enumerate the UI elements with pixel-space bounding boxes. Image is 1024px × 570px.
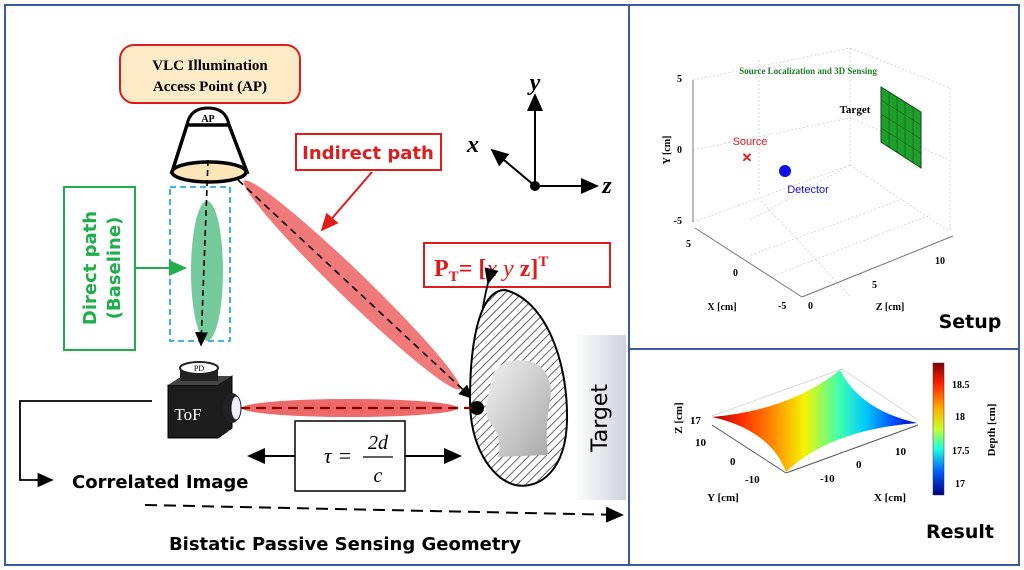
result-z-axis-label: Z [cm] (673, 402, 685, 433)
colorbar-label: Depth [cm] (986, 404, 998, 457)
ap-lamp-icon: AP (169, 106, 250, 184)
setup-x-axis-label: X [cm] (707, 302, 736, 313)
svg-text:-5: -5 (778, 301, 786, 312)
result-x-axis-label: X [cm] (874, 492, 906, 504)
setup-title: Source Localization and 3D Sensing (739, 66, 877, 76)
setup-panel-label: Setup (939, 311, 1002, 333)
svg-text:17: 17 (690, 415, 702, 427)
direct-path-box: Direct path (Baseline) (63, 186, 136, 351)
tof-camera-icon: PD ToF (167, 361, 242, 439)
svg-text:17.5: 17.5 (952, 446, 970, 457)
head-model-icon (485, 360, 551, 457)
svg-text:0: 0 (808, 301, 813, 312)
ap-label: AP (201, 114, 214, 125)
output-connector (19, 400, 152, 488)
svg-text:18: 18 (955, 412, 965, 423)
svg-text:-10: -10 (820, 473, 835, 485)
setup-z-axis-label: Z [cm] (876, 302, 905, 313)
detector-label: Detector (787, 184, 829, 196)
direct-ray (195, 159, 209, 347)
source-label: Source (733, 136, 768, 148)
indirect-path-pointer (320, 171, 373, 232)
target-grid (880, 86, 922, 169)
svg-text:5: 5 (872, 280, 877, 291)
correlated-image-label: Correlated Image (72, 472, 249, 493)
depth-colorbar (932, 362, 945, 496)
svg-text:0: 0 (677, 145, 682, 156)
axis-x-label: x (466, 132, 479, 158)
setup-plot: Source Localization and 3D Sensing Targe… (662, 47, 1002, 333)
direct-path-line1: Direct path (80, 211, 101, 325)
detector-marker (779, 165, 791, 177)
reflected-beam (242, 399, 458, 417)
axis-y-label: y (527, 70, 541, 96)
target-position-box: PT= [x y z]T (423, 242, 611, 288)
target-plane (574, 335, 626, 500)
tau-lhs: τ = (324, 443, 352, 468)
svg-text:0: 0 (856, 459, 862, 471)
indirect-path-box: Indirect path (295, 133, 442, 171)
svg-text:10: 10 (895, 446, 907, 458)
svg-text:5: 5 (686, 239, 691, 250)
target-label: Target (588, 384, 613, 453)
svg-text:18.5: 18.5 (952, 380, 970, 391)
tau-numerator: 2d (368, 432, 389, 454)
indirect-path-label: Indirect path (302, 143, 434, 164)
time-of-flight-equation: τ = 2d c (294, 420, 406, 492)
svg-text:-5: -5 (674, 216, 682, 227)
svg-text:10: 10 (935, 256, 945, 267)
figure-caption: Bistatic Passive Sensing Geometry (169, 534, 521, 555)
direct-beam (191, 201, 223, 341)
depth-surface (712, 370, 917, 472)
svg-text:5: 5 (677, 74, 682, 85)
result-panel-label: Result (926, 521, 994, 543)
outer-frame (4, 4, 1020, 566)
pd-label: PD (194, 364, 204, 373)
source-marker-icon: ✕ (742, 150, 753, 165)
svg-text:10: 10 (695, 437, 707, 449)
svg-text:0: 0 (733, 268, 738, 279)
ap-callout: VLC Illumination Access Point (AP) (119, 44, 301, 104)
tau-denominator: c (374, 465, 383, 487)
ap-callout-line2: Access Point (AP) (153, 79, 267, 95)
direct-path-line2: (Baseline) (104, 217, 125, 320)
target-position-equation: PT= [x y z]T (434, 254, 548, 285)
result-y-axis-label: Y [cm] (707, 492, 739, 504)
ap-callout-line1: VLC Illumination (152, 58, 268, 74)
svg-text:0: 0 (730, 456, 736, 468)
result-plot: Z [cm] 17 10 0 -10 Y [cm] -10 0 10 X [cm… (673, 362, 998, 543)
svg-text:17: 17 (955, 479, 965, 490)
flow-arrow-to-panels (144, 504, 624, 523)
indirect-ray (237, 179, 474, 400)
axis-z-label: z (601, 173, 612, 199)
setup-target-label: Target (840, 104, 871, 116)
setup-y-axis-label: Y [cm] (662, 136, 673, 165)
coordinate-axes: y x z (466, 70, 612, 199)
target-point (470, 401, 484, 415)
svg-text:-10: -10 (745, 474, 760, 486)
tof-label: ToF (174, 405, 201, 424)
